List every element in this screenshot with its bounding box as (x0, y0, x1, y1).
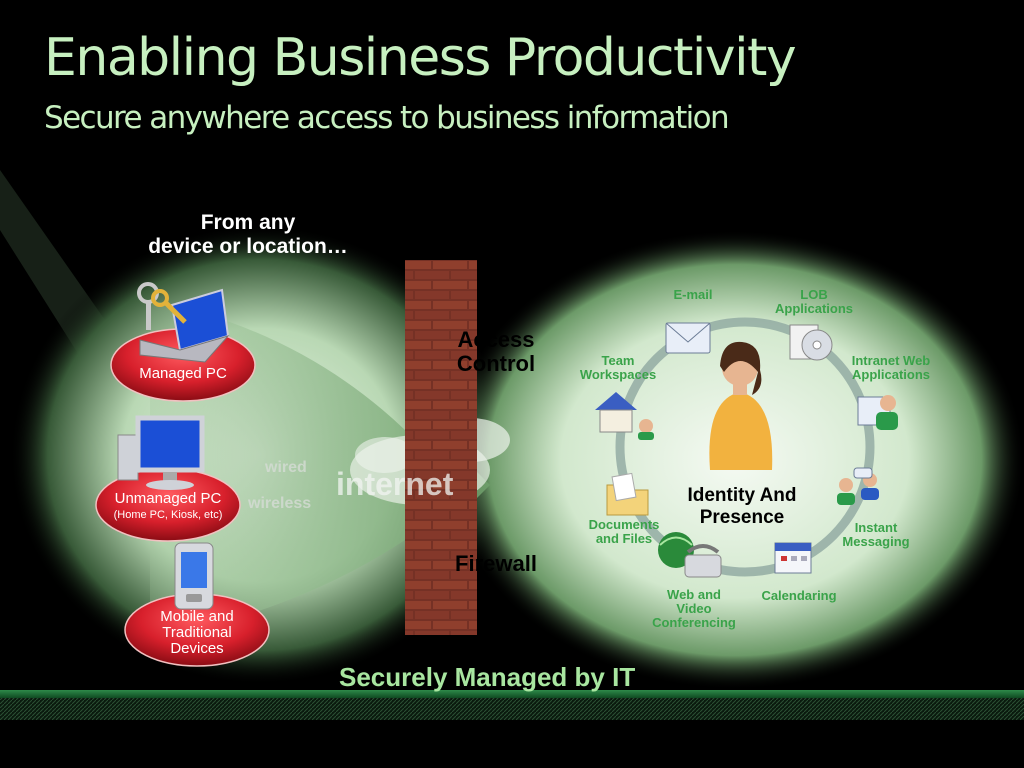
access-control-line2: Control (456, 351, 536, 376)
desktop-pc-icon (117, 415, 205, 490)
unmanaged-pc-label: Unmanaged PC (Home PC, Kiosk, etc) (98, 491, 238, 523)
email-icon (665, 322, 711, 354)
wired-label: wired (265, 459, 307, 476)
unmanaged-pc-sublabel: (Home PC, Kiosk, etc) (113, 509, 223, 521)
firewall-label: Firewall (455, 551, 537, 576)
documents-files-label: Documents and Files (575, 518, 673, 546)
folder-icon (606, 472, 649, 516)
intranet-web-icon (857, 395, 898, 430)
web-video-conferencing-label: Web and Video Conferencing (638, 588, 750, 630)
slide-subtitle: Secure anywhere access to business infor… (44, 100, 730, 136)
documents-line2: and Files (595, 531, 653, 546)
documents-line1: Documents (588, 517, 660, 532)
instant-line2: Messaging (842, 534, 910, 549)
lob-applications-label: LOB Applications (760, 288, 868, 316)
mobile-line1: Mobile and (160, 608, 234, 625)
laptop-icon (137, 282, 230, 363)
mobile-line2: Traditional (162, 624, 232, 641)
identity-line2: Presence (699, 507, 785, 528)
access-control-label: Access Control (438, 328, 554, 376)
mobile-device-icon (174, 542, 214, 610)
team-workspaces-icon (595, 392, 654, 440)
lob-line1: LOB (800, 287, 828, 302)
lob-line2: Applications (774, 301, 853, 316)
instant-messaging-label: Instant Messaging (826, 521, 926, 549)
person-icon (709, 341, 773, 470)
access-control-line1: Access (457, 327, 535, 352)
intranet-web-label: Intranet Web Applications (838, 354, 944, 382)
team-workspaces-label: Team Workspaces (568, 354, 668, 382)
team-line1: Team (601, 353, 635, 368)
web-line1: Web and (667, 587, 721, 602)
calendaring-label: Calendaring (761, 588, 837, 603)
from-heading-line2: device or location… (148, 235, 348, 258)
instant-line1: Instant (854, 520, 898, 535)
from-heading-line1: From any (200, 211, 296, 234)
securely-managed-footer: Securely Managed by IT (339, 662, 636, 692)
slide-title: Enabling Business Productivity (44, 28, 797, 88)
web-conferencing-icon (658, 532, 722, 578)
intranet-line1: Intranet Web (851, 353, 931, 368)
internet-label: internet (336, 466, 454, 502)
wireless-label: wireless (248, 495, 312, 512)
mobile-line3: Devices (170, 640, 224, 657)
calendar-icon (774, 542, 812, 574)
identity-presence-label: Identity And Presence (668, 485, 816, 529)
unmanaged-pc-title: Unmanaged PC (114, 490, 222, 507)
from-any-device-heading: From any device or location… (118, 211, 378, 259)
identity-line1: Identity And (687, 485, 797, 506)
intranet-line2: Applications (851, 367, 930, 382)
email-label: E-mail (673, 287, 713, 302)
web-line3: Conferencing (652, 615, 736, 630)
mobile-devices-label: Mobile and Traditional Devices (127, 609, 267, 657)
web-line2: Video (676, 601, 712, 616)
instant-messaging-icon (837, 467, 879, 505)
lob-applications-icon (789, 324, 833, 361)
team-line2: Workspaces (579, 367, 657, 382)
managed-pc-label: Managed PC (139, 365, 227, 382)
